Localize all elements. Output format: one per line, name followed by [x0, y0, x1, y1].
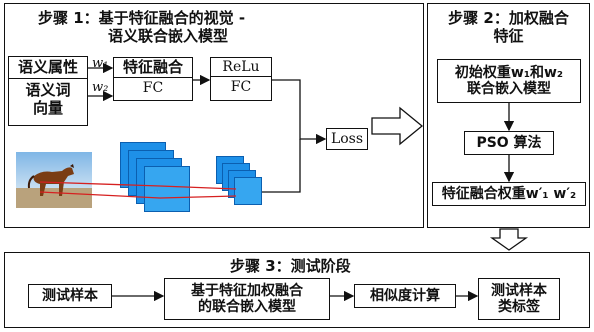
class-label-line2: 类标签 — [498, 299, 540, 315]
semantic-word-vec-line1: 语义词 — [25, 81, 71, 100]
loss-label: Loss — [330, 130, 364, 147]
step1-title: 步骤 1：基于特征融合的视觉 - 语义联合嵌入模型 — [38, 9, 245, 45]
projection-line-1 — [39, 181, 161, 187]
similarity-box: 相似度计算 — [354, 284, 456, 308]
projection-line-2 — [39, 191, 161, 199]
feature-fusion-label: 特征融合 — [114, 58, 192, 79]
weighted-model-line1: 基于特征加权融合 — [191, 282, 303, 299]
step1-title-line2: 语义联合嵌入模型 — [108, 27, 229, 45]
projection-line-4 — [159, 195, 237, 199]
projection-line-3 — [159, 185, 237, 190]
semantic-box: 语义属性 语义词 向量 — [8, 56, 88, 126]
fc2-label: FC — [230, 79, 252, 96]
weighted-model-box: 基于特征加权融合 的联合嵌入模型 — [164, 278, 330, 320]
semantic-word-vec-line2: 向量 — [32, 98, 63, 117]
relu-label: ReLu — [211, 58, 271, 78]
test-sample-box: 测试样本 — [28, 284, 112, 308]
cnn-layer-1d — [144, 166, 190, 212]
class-label-line1: 测试样本 — [491, 282, 547, 299]
test-sample-label: 测试样本 — [42, 287, 98, 304]
similarity-label: 相似度计算 — [370, 287, 440, 304]
fc1-label: FC — [142, 80, 164, 97]
step2-to-step3-arrow — [489, 228, 529, 251]
step1-to-step2-arrow — [371, 106, 424, 146]
step3-title: 步骤 3：测试阶段 — [230, 257, 351, 275]
step1-title-line1: 步骤 1：基于特征融合的视觉 - — [38, 9, 246, 27]
weighted-model-line2: 的联合嵌入模型 — [198, 299, 296, 315]
init-weights-line1: 初始权重w₁和w₂ — [454, 64, 564, 81]
step2-title-line2: 特征 — [493, 27, 524, 45]
pso-box: PSO 算法 — [464, 131, 554, 155]
loss-box: Loss — [326, 128, 368, 150]
fusion-weights-box: 特征融合权重w′₁ w′₂ — [432, 182, 586, 206]
step2-title-line1: 步骤 2：加权融合 — [448, 9, 569, 27]
init-weights-box: 初始权重w₁和w₂ 联合嵌入模型 — [437, 59, 581, 103]
init-weights-line2: 联合嵌入模型 — [467, 81, 551, 97]
fusion-weights-label: 特征融合权重w′₁ w′₂ — [441, 185, 577, 202]
class-label-box: 测试样本 类标签 — [478, 278, 560, 320]
cnn-layer-2d — [234, 177, 262, 205]
relu-fc-box: ReLu FC — [210, 57, 272, 101]
pso-label: PSO 算法 — [476, 134, 542, 151]
cnn-to-loss-arrow — [262, 139, 301, 193]
relu-to-loss-arrow — [272, 79, 327, 145]
semantic-attr-label: 语义属性 — [9, 57, 87, 80]
feature-fusion-box: 特征融合 FC — [113, 57, 193, 101]
step2-title: 步骤 2：加权融合 特征 — [427, 9, 590, 45]
